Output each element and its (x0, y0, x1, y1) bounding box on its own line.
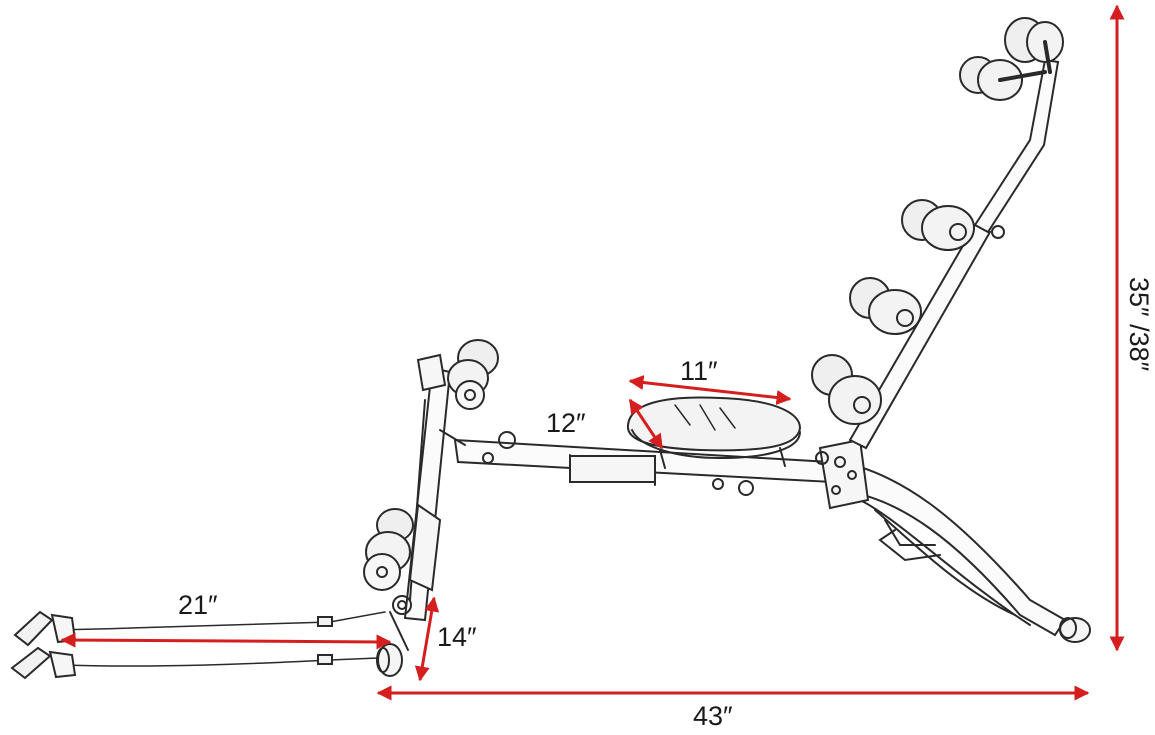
arrow-seat-width (628, 398, 664, 450)
label-total-length: 43″ (693, 701, 733, 731)
arrow-cable-length (60, 632, 392, 650)
arrow-foot-height (414, 596, 440, 682)
machine-frame (10, 17, 1091, 680)
label-seat-width: 12″ (546, 408, 586, 438)
label-cable-length: 21″ (178, 590, 218, 620)
label-height: 35″ /38″ (1124, 277, 1154, 372)
arrow-seat-length (628, 375, 792, 405)
label-seat-length: 11″ (680, 356, 718, 386)
label-foot-height: 14″ (437, 622, 477, 652)
dimension-arrows (60, 4, 1125, 701)
